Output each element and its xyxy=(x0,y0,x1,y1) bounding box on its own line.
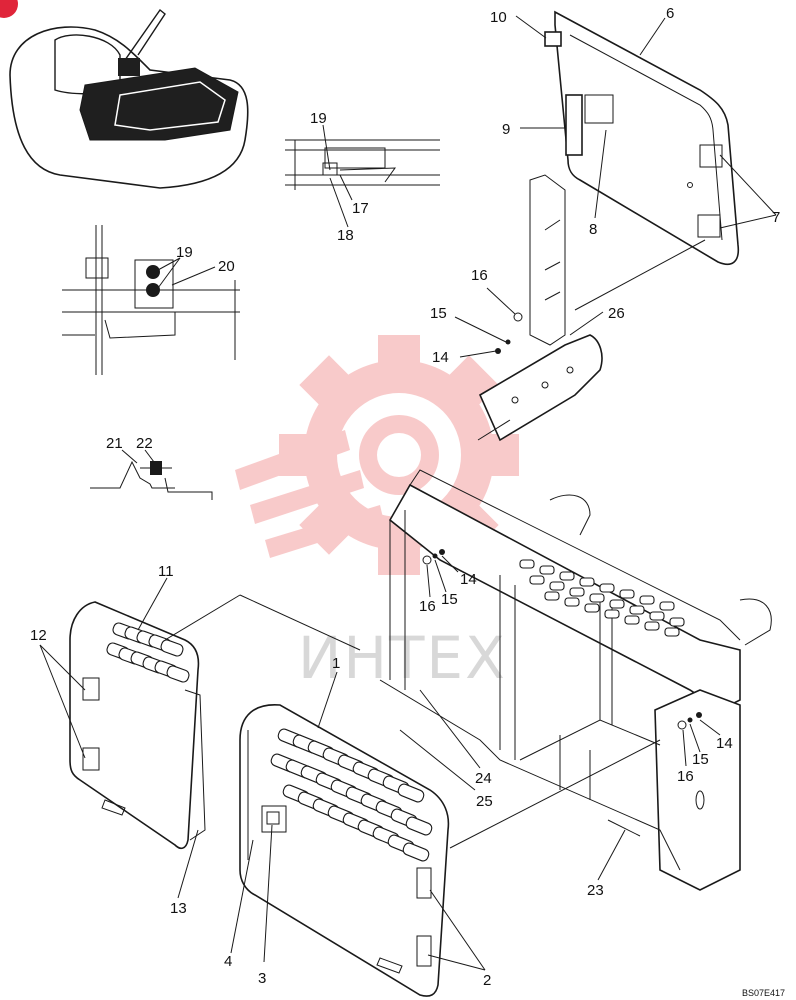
front-grille-door xyxy=(239,704,450,997)
callout-17: 17 xyxy=(352,200,369,217)
callout-14a: 14 xyxy=(432,349,449,366)
left-grille-panel xyxy=(69,601,206,850)
leader-lines xyxy=(39,15,777,971)
callout-19a: 19 xyxy=(310,110,327,127)
callout-16c: 16 xyxy=(677,768,694,785)
callout-16b: 16 xyxy=(419,598,436,615)
bracket-detail-inset xyxy=(285,139,440,190)
callout-15a: 15 xyxy=(430,305,447,322)
callout-22: 22 xyxy=(136,435,153,452)
watermark-text: ИНТЕХ xyxy=(298,624,507,692)
callout-1: 1 xyxy=(332,655,340,672)
seat-inset xyxy=(9,8,249,189)
callout-16a: 16 xyxy=(471,267,488,284)
callout-10: 10 xyxy=(490,9,507,26)
callout-6: 6 xyxy=(666,5,674,22)
callout-24: 24 xyxy=(475,770,492,787)
callout-15b: 15 xyxy=(441,591,458,608)
callout-2a: 2 xyxy=(483,972,491,989)
callout-26: 26 xyxy=(608,305,625,322)
callout-15c: 15 xyxy=(692,751,709,768)
callout-7a: 7 xyxy=(772,209,780,226)
callout-4: 4 xyxy=(224,953,232,970)
callout-21: 21 xyxy=(106,435,123,452)
callout-19b: 19 xyxy=(176,244,193,261)
callout-14b: 14 xyxy=(460,571,477,588)
callout-11: 11 xyxy=(158,563,174,580)
diagram-code: BS07E417 xyxy=(742,988,785,998)
callout-12a: 12 xyxy=(30,627,47,644)
callout-14c: 14 xyxy=(716,735,733,752)
callout-9: 9 xyxy=(502,121,510,138)
side-door-panel xyxy=(544,10,740,266)
watermark-logo xyxy=(235,335,519,575)
callout-3: 3 xyxy=(258,970,266,987)
corner-badge xyxy=(0,0,18,18)
callout-20: 20 xyxy=(218,258,235,275)
callout-numbers: 1 2 2 3 4 6 7 7 8 9 10 11 12 12 13 14 14… xyxy=(30,5,780,989)
callout-13: 13 xyxy=(170,900,187,917)
callout-18: 18 xyxy=(337,227,354,244)
callout-25: 25 xyxy=(476,793,493,810)
frame-assembly xyxy=(379,174,772,891)
callout-23: 23 xyxy=(587,882,604,899)
hook-detail-inset xyxy=(90,460,213,500)
latch-detail-inset xyxy=(62,225,240,375)
callout-8: 8 xyxy=(589,221,597,238)
